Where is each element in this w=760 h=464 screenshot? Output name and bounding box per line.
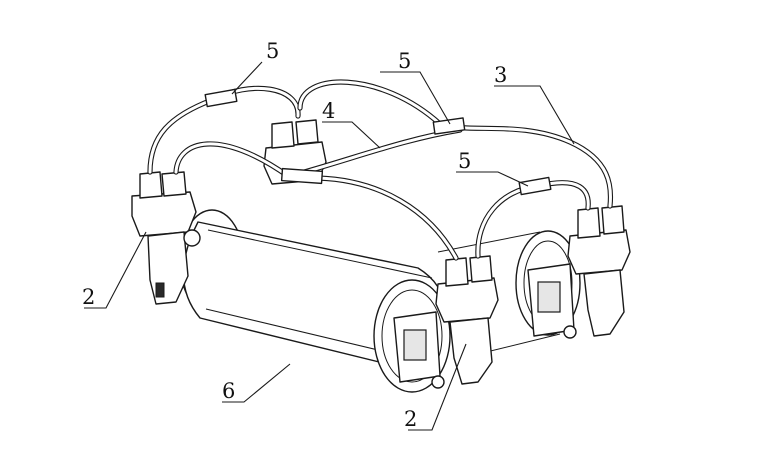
label-tee-middle: 5 xyxy=(398,49,411,73)
reference-numerals: 5 5 3 4 5 2 2 6 xyxy=(82,39,507,431)
bracket-right xyxy=(527,205,631,339)
roller xyxy=(179,209,581,393)
label-roller: 6 xyxy=(222,379,235,403)
label-hose-cross: 4 xyxy=(322,99,335,123)
label-bracket-left: 2 xyxy=(82,285,95,309)
leader-lines xyxy=(84,61,575,431)
label-tee-right: 5 xyxy=(458,149,471,173)
tee-fittings xyxy=(204,88,552,196)
label-bracket-front: 2 xyxy=(404,407,417,431)
label-tee-left: 5 xyxy=(266,39,279,63)
bracket-left xyxy=(131,171,201,305)
label-hose-main: 3 xyxy=(494,63,507,87)
bracket-front xyxy=(393,255,499,389)
